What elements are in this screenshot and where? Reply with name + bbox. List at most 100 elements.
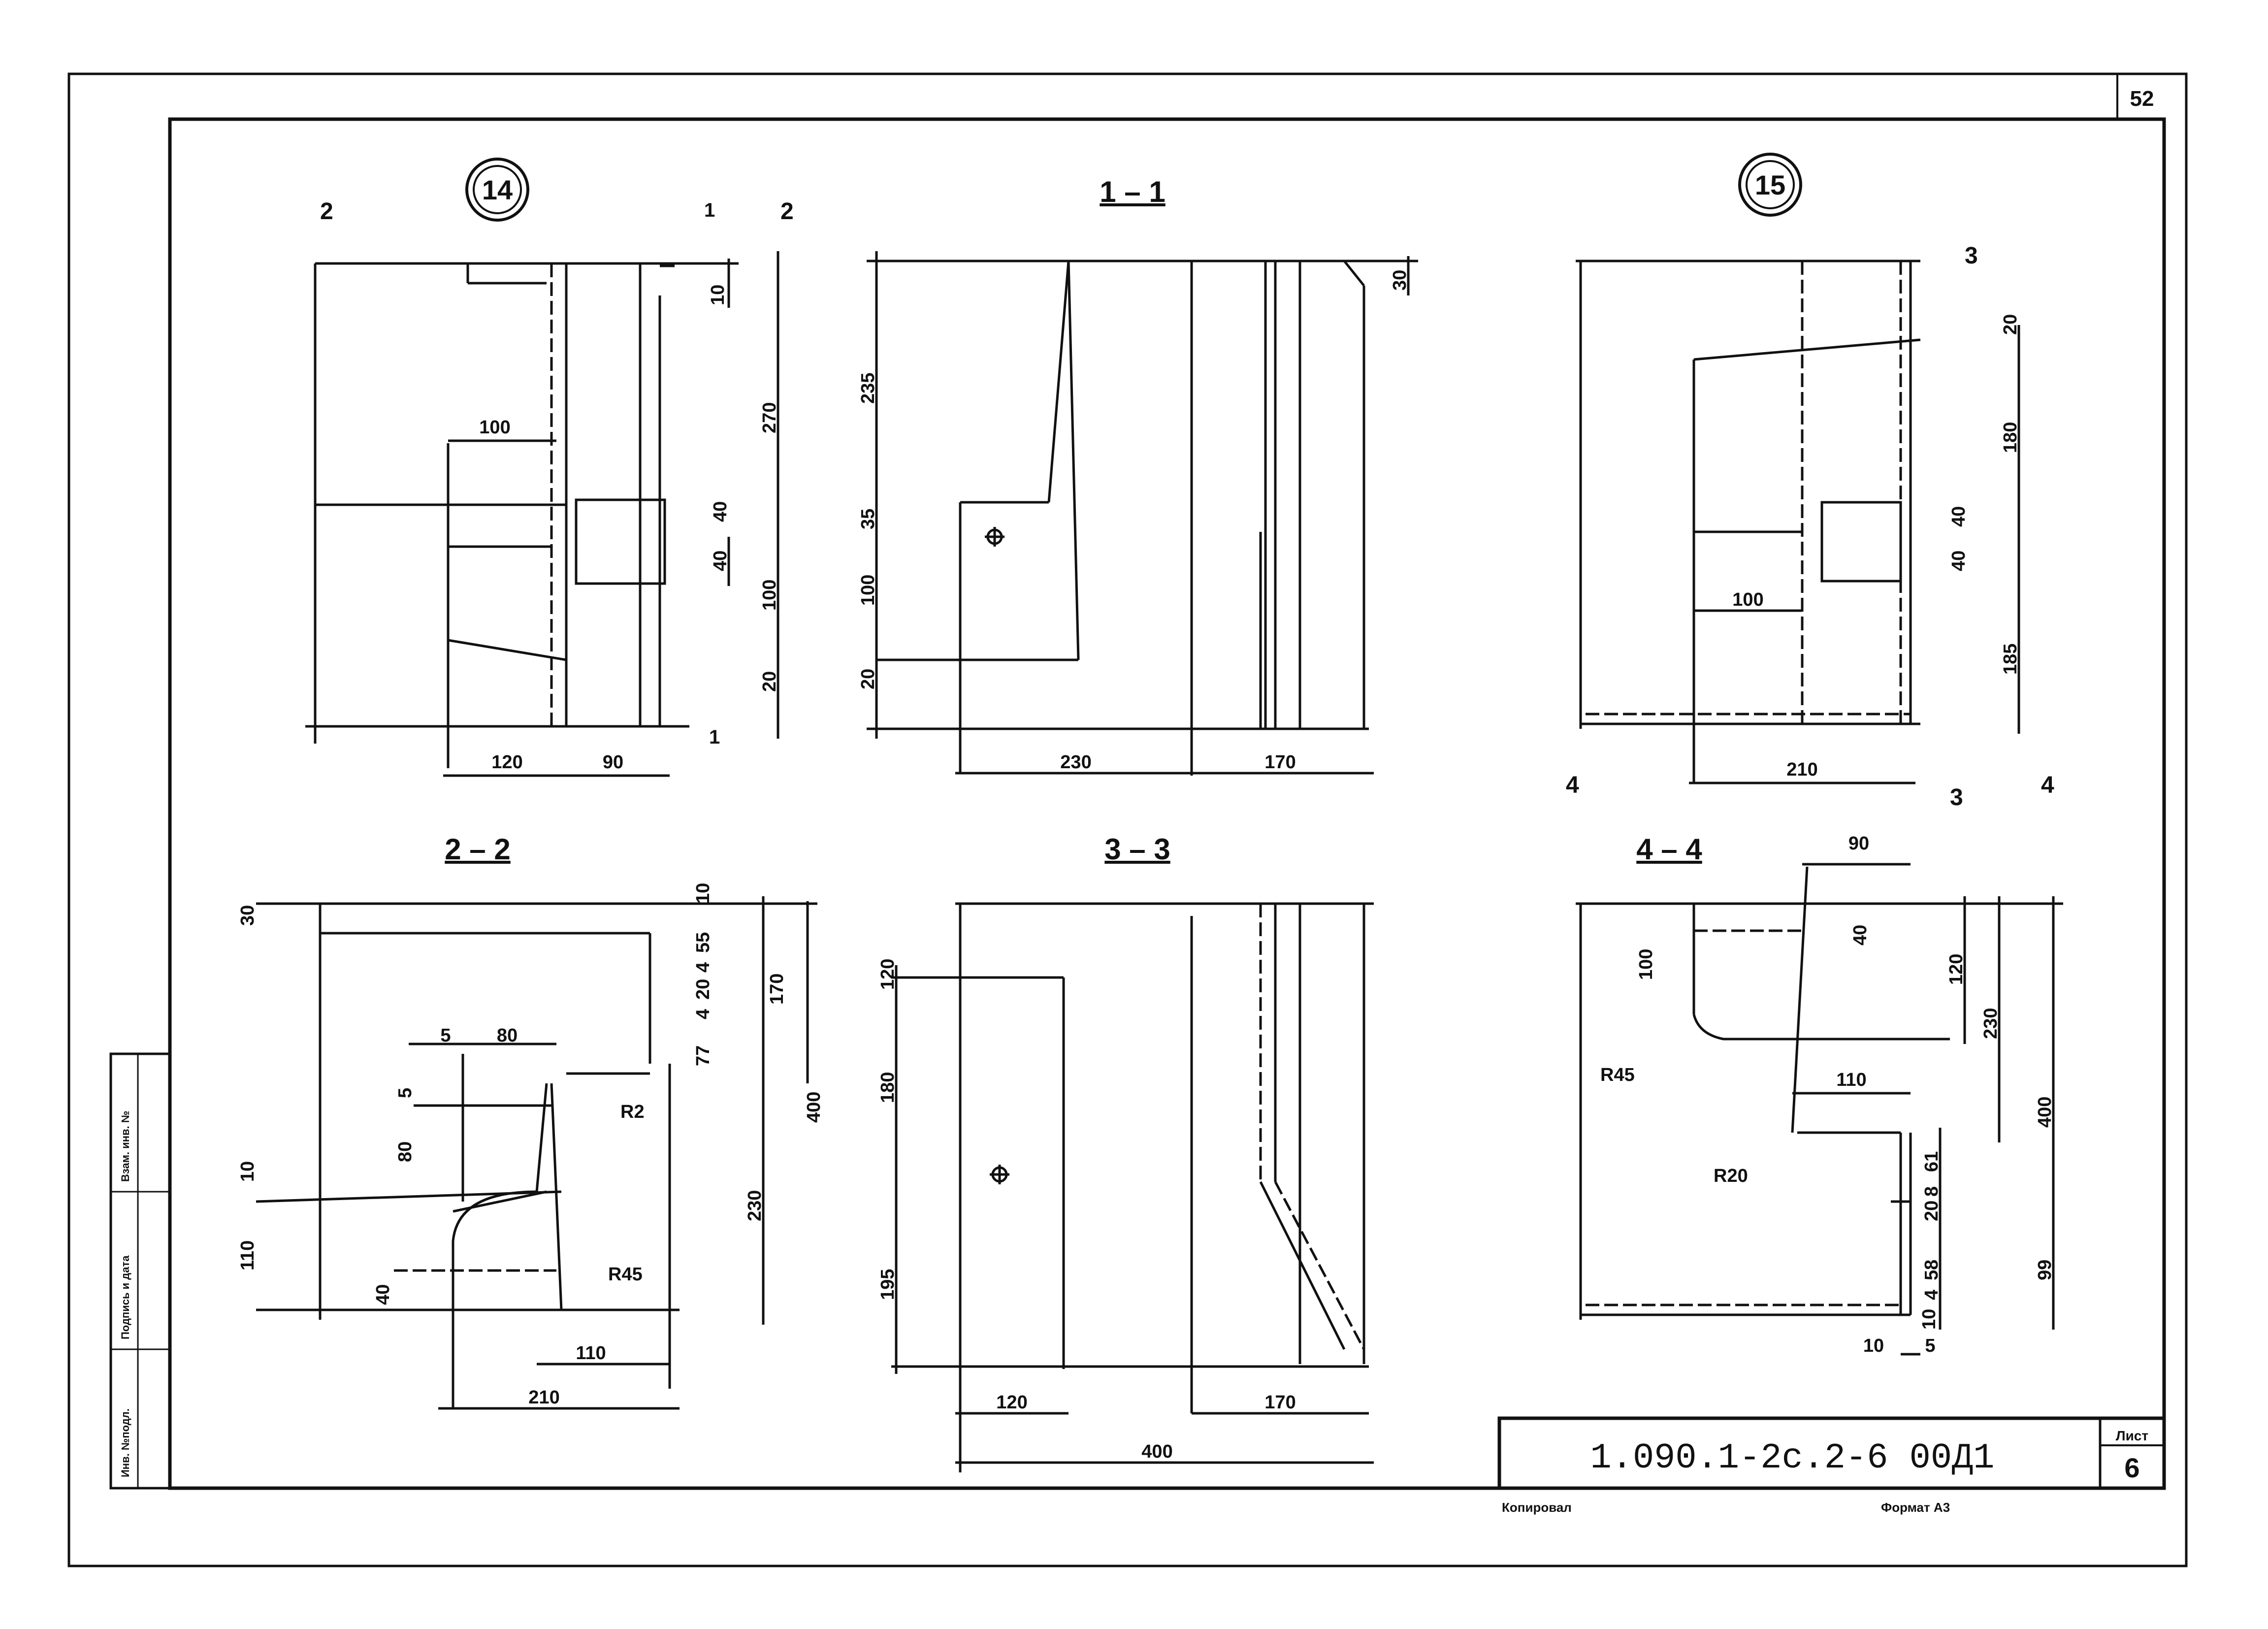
v11-dim-170: 170	[1264, 752, 1296, 773]
v14-section-1-top: 1	[704, 199, 715, 221]
v14-section-2-right: 2	[780, 198, 794, 225]
stamp-inv-label: Инв. №подл.	[119, 1408, 131, 1477]
v44-dim-8: 8	[1921, 1186, 1942, 1197]
v15-section-4-left: 4	[1566, 772, 1579, 798]
view-2-2-title: 2 – 2	[445, 833, 510, 866]
page-number: 52	[2130, 87, 2154, 111]
view-14-title: 14	[482, 174, 513, 205]
v15-section-3-top: 3	[1965, 243, 1978, 269]
v22-dim-77: 77	[693, 1045, 713, 1066]
v14-dim-100b: 100	[759, 580, 780, 611]
sheet-number: 6	[2124, 1452, 2139, 1483]
v44-dim-10b: 10	[1919, 1309, 1940, 1330]
sheet-label: Лист	[2116, 1428, 2148, 1443]
v44-radius-r45: R45	[1600, 1065, 1635, 1085]
v22-dim-5a: 5	[440, 1025, 451, 1046]
v44-dim-99: 99	[2035, 1260, 2055, 1280]
title-block: 1.090.1-2с.2-6 00Д1 Лист 6 Копировал Фор…	[1497, 1416, 2166, 1515]
v33-dim-120b: 120	[996, 1392, 1027, 1413]
view-2-2: 2 – 2 30 10 55 4 20 4	[237, 833, 824, 1410]
view-14: 14 100 40 40 100 270 10	[305, 158, 794, 777]
v15-dim-20: 20	[2000, 314, 2021, 335]
format-label: Формат А3	[1881, 1500, 1950, 1515]
v11-dim-235: 235	[858, 373, 878, 404]
v22-dim-10: 10	[693, 883, 713, 904]
v44-dim-100: 100	[1636, 949, 1656, 980]
v44-dim-40: 40	[1850, 925, 1871, 945]
v22-dim-80a: 80	[497, 1025, 518, 1046]
v14-dim-40b: 40	[710, 551, 731, 571]
v14-dim-10: 10	[708, 285, 728, 305]
v22-radius-r2: R2	[620, 1102, 645, 1122]
v22-dim-170: 170	[767, 974, 787, 1005]
stamp-sign-label: Подпись и дата	[119, 1255, 131, 1339]
v14-section-2-left: 2	[320, 198, 333, 225]
v22-dim-210: 210	[528, 1387, 559, 1408]
view-1-1: 1 – 1 235 35 100 20 30 230	[858, 175, 1418, 776]
v22-dim-10b: 10	[237, 1161, 258, 1182]
v22-dim-30: 30	[237, 905, 258, 926]
v44-dim-5: 5	[1925, 1336, 1935, 1356]
v11-dim-230: 230	[1060, 752, 1091, 773]
v15-dim-210: 210	[1786, 759, 1817, 780]
view-15: 15 20 180 40 40 185 100 210 3 3 4 4	[1566, 153, 2054, 811]
v22-dim-400: 400	[804, 1092, 824, 1123]
outer-frame	[67, 72, 2188, 1567]
v11-dim-100: 100	[858, 575, 878, 606]
v33-dim-120a: 120	[877, 959, 898, 990]
v15-dim-100: 100	[1732, 589, 1763, 610]
v44-dim-90: 90	[1848, 833, 1869, 854]
copied-label: Копировал	[1502, 1500, 1572, 1515]
v15-dim-40a: 40	[1948, 506, 1969, 527]
stamp-replace-label: Взам. инв. №	[119, 1111, 131, 1182]
v14-dim-90: 90	[603, 752, 623, 773]
v22-dim-4b: 4	[693, 1009, 713, 1019]
v15-dim-180: 180	[2000, 422, 2021, 453]
v11-dim-20: 20	[858, 669, 878, 689]
side-stamp: Инв. №подл. Подпись и дата Взам. инв. №	[109, 1052, 171, 1490]
v22-dim-40: 40	[373, 1284, 393, 1305]
v22-dim-230: 230	[745, 1190, 765, 1221]
v33-dim-195: 195	[877, 1269, 898, 1300]
page-number-box: 52	[2116, 74, 2154, 119]
v44-dim-230: 230	[1980, 1008, 2001, 1039]
v14-dim-40a: 40	[710, 501, 731, 522]
v22-dim-20: 20	[693, 979, 713, 1000]
v33-dim-170: 170	[1264, 1392, 1296, 1413]
view-3-3: 3 – 3 120 180 195 120 170 400	[877, 833, 1374, 1472]
v44-dim-110: 110	[1836, 1070, 1866, 1090]
v44-dim-58: 58	[1921, 1260, 1942, 1280]
v15-section-4-right: 4	[2041, 772, 2054, 798]
v22-dim-110b: 110	[576, 1343, 606, 1364]
v44-dim-4: 4	[1921, 1290, 1942, 1300]
v44-dim-10a: 10	[1863, 1336, 1884, 1356]
v11-dim-30: 30	[1390, 270, 1410, 291]
inner-frame	[168, 117, 2166, 1490]
view-1-1-title: 1 – 1	[1100, 175, 1165, 208]
v14-dim-270: 270	[759, 402, 780, 433]
v15-dim-40b: 40	[1948, 551, 1969, 571]
v44-dim-61: 61	[1921, 1151, 1942, 1172]
v15-section-3-bottom: 3	[1950, 784, 1963, 811]
v15-dim-185: 185	[2000, 644, 2021, 675]
v14-dim-100: 100	[479, 417, 510, 438]
v22-radius-r45: R45	[608, 1264, 643, 1285]
view-4-4: 4 – 4 90 100 40 120 R45 110 2	[1576, 833, 2063, 1356]
view-3-3-title: 3 – 3	[1104, 833, 1170, 866]
v33-dim-400: 400	[1141, 1441, 1172, 1462]
v14-dim-20: 20	[759, 671, 780, 692]
drawing-code: 1.090.1-2с.2-6 00Д1	[1590, 1438, 1995, 1478]
v11-dim-35: 35	[858, 509, 878, 529]
v33-dim-180: 180	[877, 1072, 898, 1103]
v22-dim-80b: 80	[395, 1141, 416, 1162]
v22-dim-55: 55	[693, 932, 713, 953]
v44-dim-400: 400	[2035, 1097, 2055, 1128]
v44-dim-120: 120	[1946, 954, 1967, 985]
v22-dim-110: 110	[237, 1240, 258, 1271]
v14-dim-120: 120	[491, 752, 522, 773]
v22-dim-5b: 5	[395, 1088, 416, 1098]
view-4-4-title: 4 – 4	[1636, 833, 1702, 866]
v14-section-1-bottom: 1	[709, 726, 720, 748]
v22-dim-4a: 4	[693, 962, 713, 973]
